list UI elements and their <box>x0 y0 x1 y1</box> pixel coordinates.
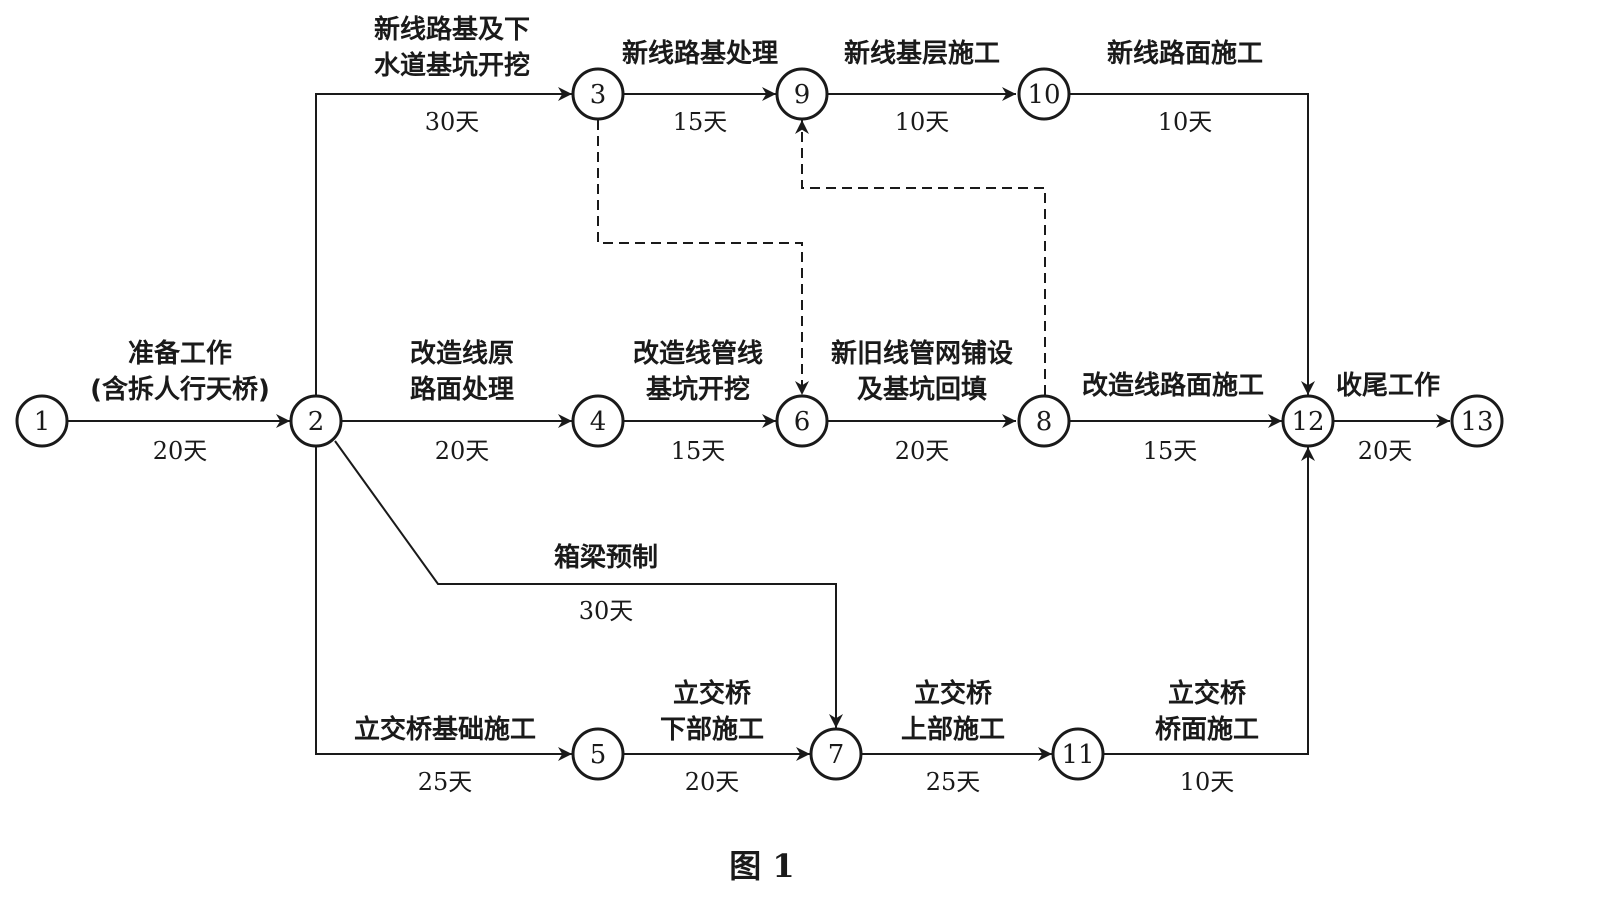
activity-name: 水道基坑开挖 <box>374 50 530 81</box>
activity-duration: 10天 <box>1180 768 1235 796</box>
activity-arrows <box>68 87 1450 761</box>
activity-name: 桥面施工 <box>1155 714 1259 745</box>
activity-name: 准备工作 <box>128 339 232 369</box>
arrow-2-7 <box>334 440 843 728</box>
activity-duration: 15天 <box>1143 437 1198 465</box>
node-number: 10 <box>1027 80 1060 110</box>
node-number: 8 <box>1036 407 1053 437</box>
node-number: 7 <box>828 740 845 770</box>
activity-name: (含拆人行天桥) <box>90 374 270 405</box>
activity-name: 立交桥基础施工 <box>354 714 536 745</box>
node-13: 13 <box>1450 394 1504 448</box>
node-number: 3 <box>590 80 607 110</box>
dummy-arrow-8-9 <box>795 120 1046 395</box>
activity-name: 及基坑回填 <box>857 374 987 405</box>
activity-duration: 20天 <box>153 437 208 465</box>
event-nodes: 1 2 3 4 5 6 7 8 9 10 11 12 13 <box>15 67 1504 781</box>
arrow-10-12 <box>1070 93 1315 395</box>
node-3: 3 <box>571 67 625 121</box>
activity-duration: 15天 <box>673 108 728 136</box>
arrow-2-3 <box>315 87 572 395</box>
activity-name: 收尾工作 <box>1336 371 1440 401</box>
activity-duration: 25天 <box>418 768 473 796</box>
node-number: 4 <box>590 407 607 437</box>
activity-name: 改造线管线 <box>633 338 763 369</box>
activity-name: 下部施工 <box>660 714 764 745</box>
dummy-arrow-3-6 <box>597 120 809 395</box>
figure-caption: 图 1 <box>729 847 794 885</box>
node-number: 13 <box>1460 407 1493 437</box>
dummy-arrows <box>597 120 1046 395</box>
activity-name: 新旧线管网铺设 <box>831 338 1013 369</box>
activity-name: 立交桥 <box>1168 678 1247 709</box>
activity-name: 立交桥 <box>914 678 993 709</box>
node-6: 6 <box>775 394 829 448</box>
activity-duration: 10天 <box>895 108 950 136</box>
node-7: 7 <box>809 727 863 781</box>
activity-name: 新线路基及下 <box>374 14 530 45</box>
activity-labels: 准备工作 (含拆人行天桥) 20天 新线路基及下 水道基坑开挖 30天 新线路基… <box>90 14 1440 796</box>
activity-name: 基坑开挖 <box>646 374 750 405</box>
activity-name: 箱梁预制 <box>554 542 658 573</box>
arrow-11-12 <box>1104 447 1315 755</box>
activity-duration: 10天 <box>1158 108 1213 136</box>
node-10: 10 <box>1017 67 1071 121</box>
activity-name: 新线基层施工 <box>844 38 1000 69</box>
node-number: 5 <box>590 740 607 770</box>
activity-name: 立交桥 <box>673 678 752 709</box>
node-number: 11 <box>1061 740 1094 770</box>
activity-name: 路面处理 <box>410 374 514 405</box>
node-number: 6 <box>794 407 811 437</box>
activity-duration: 30天 <box>425 108 480 136</box>
node-5: 5 <box>571 727 625 781</box>
activity-duration: 20天 <box>435 437 490 465</box>
node-11: 11 <box>1051 727 1105 781</box>
activity-duration: 20天 <box>895 437 950 465</box>
activity-name: 改造线路面施工 <box>1082 370 1264 401</box>
node-2: 2 <box>289 394 343 448</box>
activity-duration: 15天 <box>671 437 726 465</box>
node-9: 9 <box>775 67 829 121</box>
node-4: 4 <box>571 394 625 448</box>
node-number: 12 <box>1291 407 1324 437</box>
activity-name: 新线路基处理 <box>622 38 778 69</box>
node-12: 12 <box>1281 394 1335 448</box>
activity-duration: 30天 <box>579 597 634 625</box>
activity-duration: 25天 <box>926 768 981 796</box>
activity-name: 新线路面施工 <box>1107 38 1263 69</box>
node-number: 2 <box>308 407 325 437</box>
node-1: 1 <box>15 394 69 448</box>
activity-name: 改造线原 <box>410 338 514 369</box>
node-8: 8 <box>1017 394 1071 448</box>
arrow-2-5 <box>315 447 572 761</box>
node-number: 1 <box>34 407 51 437</box>
activity-duration: 20天 <box>685 768 740 796</box>
activity-name: 上部施工 <box>901 714 1005 745</box>
activity-duration: 20天 <box>1358 437 1413 465</box>
node-number: 9 <box>794 80 811 110</box>
